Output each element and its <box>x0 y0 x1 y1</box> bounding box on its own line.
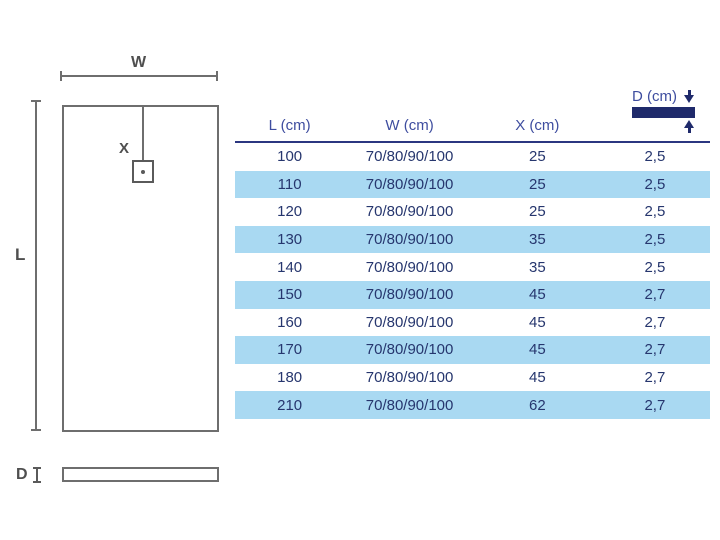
drain-label: X <box>119 140 130 157</box>
depth-bar <box>632 107 695 118</box>
cell-x: 25 <box>528 203 546 221</box>
cell-x: 25 <box>528 175 546 193</box>
cell-w: 70/80/90/100 <box>365 203 454 221</box>
column-header-l: L (cm) <box>268 117 311 134</box>
cell-w: 70/80/90/100 <box>365 341 454 359</box>
dimension-tick <box>31 429 41 431</box>
cell-d: 2,7 <box>644 341 666 359</box>
arrow-down-icon <box>684 89 695 103</box>
column-header-d-spacer <box>600 134 710 140</box>
table-row: 140 70/80/90/100 35 2,5 <box>235 253 710 281</box>
cell-l: 130 <box>277 231 303 249</box>
cell-l: 150 <box>277 286 303 304</box>
table-row: 170 70/80/90/100 45 2,7 <box>235 336 710 364</box>
cell-x: 45 <box>528 286 546 304</box>
cell-l: 140 <box>277 258 303 276</box>
cell-l: 160 <box>277 313 303 331</box>
column-header-w: W (cm) <box>385 117 434 134</box>
cell-l: 180 <box>277 369 303 387</box>
table-row: 160 70/80/90/100 45 2,7 <box>235 309 710 337</box>
drain-offset-line <box>142 107 144 173</box>
dimension-tick <box>60 71 62 81</box>
column-header-x: X (cm) <box>515 117 560 134</box>
arrow-up-icon <box>684 120 695 133</box>
depth-column-header: D (cm) <box>632 88 695 133</box>
cell-w: 70/80/90/100 <box>365 396 454 414</box>
cell-d: 2,7 <box>644 369 666 387</box>
cell-l: 100 <box>277 148 303 166</box>
cell-d: 2,5 <box>644 258 666 276</box>
cell-d: 2,7 <box>644 313 666 331</box>
table-body: 100 70/80/90/100 25 2,5 110 70/80/90/100… <box>235 143 710 419</box>
cell-w: 70/80/90/100 <box>365 313 454 331</box>
table-row: 180 70/80/90/100 45 2,7 <box>235 364 710 392</box>
tray-top-view <box>62 105 219 432</box>
cell-l: 210 <box>277 396 303 414</box>
width-label: W <box>130 54 148 71</box>
depth-header-label: D (cm) <box>632 87 677 105</box>
cell-l: 170 <box>277 341 303 359</box>
cell-d: 2,5 <box>644 203 666 221</box>
table-row: 130 70/80/90/100 35 2,5 <box>235 225 710 254</box>
cell-x: 25 <box>528 148 546 166</box>
depth-tick-icon <box>33 467 41 483</box>
cell-w: 70/80/90/100 <box>365 286 454 304</box>
cell-x: 45 <box>528 369 546 387</box>
header-divider <box>235 141 710 143</box>
cell-d: 2,7 <box>644 396 666 414</box>
cell-d: 2,5 <box>644 148 666 166</box>
cell-d: 2,5 <box>644 175 666 193</box>
cell-w: 70/80/90/100 <box>365 148 454 166</box>
cell-x: 35 <box>528 231 546 249</box>
table-row: 120 70/80/90/100 25 2,5 <box>235 198 710 226</box>
cell-w: 70/80/90/100 <box>365 231 454 249</box>
dimension-tick <box>216 71 218 81</box>
table-row: 210 70/80/90/100 62 2,7 <box>235 391 710 419</box>
length-dimension-line <box>31 100 41 431</box>
tray-side-view <box>62 467 219 482</box>
cell-l: 110 <box>277 175 302 193</box>
length-label: L <box>15 245 26 264</box>
cell-l: 120 <box>277 203 303 221</box>
table-row: 150 70/80/90/100 45 2,7 <box>235 280 710 309</box>
table-header-row: L (cm) W (cm) X (cm) <box>235 114 710 140</box>
depth-label: D <box>16 466 28 483</box>
cell-x: 45 <box>528 313 546 331</box>
table-row: 110 70/80/90/100 25 2,5 <box>235 170 710 199</box>
width-dimension-line <box>60 71 218 81</box>
cell-w: 70/80/90/100 <box>365 258 454 276</box>
cell-x: 62 <box>528 396 546 414</box>
cell-d: 2,5 <box>644 231 666 249</box>
cell-w: 70/80/90/100 <box>365 369 454 387</box>
cell-x: 35 <box>528 258 546 276</box>
cell-x: 45 <box>528 341 546 359</box>
cell-d: 2,7 <box>644 286 666 304</box>
dimension-tick <box>31 100 41 102</box>
table-row: 100 70/80/90/100 25 2,5 <box>235 143 710 171</box>
cell-w: 70/80/90/100 <box>365 175 454 193</box>
drain-center-dot <box>141 170 145 174</box>
